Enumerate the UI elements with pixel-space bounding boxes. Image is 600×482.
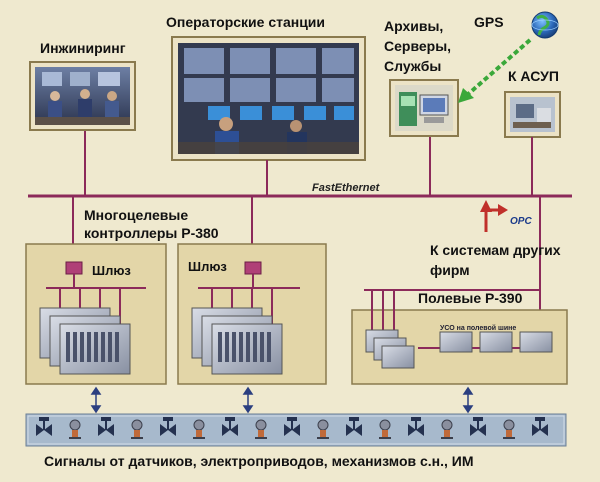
valve-icon bbox=[346, 417, 362, 436]
valve-icon bbox=[98, 417, 114, 436]
valve-icon bbox=[284, 417, 300, 436]
valve-icon bbox=[222, 417, 238, 436]
actuator-icon bbox=[317, 419, 329, 439]
opc-arrow-icon bbox=[480, 200, 508, 232]
gateway-left-label: Шлюз bbox=[92, 263, 131, 278]
actuator-icon bbox=[69, 419, 81, 439]
actuator-icon bbox=[379, 419, 391, 439]
signals-caption: Сигналы от датчиков, электроприводов, ме… bbox=[44, 453, 474, 469]
uso-label: УСО на полевой шине bbox=[440, 325, 517, 332]
gps-link-arrow bbox=[458, 38, 532, 103]
to-asup-label: К АСУП bbox=[508, 68, 559, 84]
actuator-icon bbox=[441, 419, 453, 439]
actuator-icon bbox=[503, 419, 515, 439]
opc-label: OPC bbox=[510, 216, 532, 227]
valve-icon bbox=[532, 417, 548, 436]
engineering-photo-icon bbox=[29, 61, 136, 131]
archives-servers-photo-icon bbox=[389, 79, 459, 137]
engineering-label: Инжиниринг bbox=[40, 40, 126, 56]
controller-cabinet-left bbox=[25, 243, 167, 385]
bus-label: FastEthernet bbox=[312, 182, 380, 194]
operator-stations-photo-icon bbox=[171, 36, 366, 161]
valve-icon bbox=[36, 417, 52, 436]
controller-cabinet-middle bbox=[177, 243, 327, 385]
field-p390-label: Полевые Р-390 bbox=[418, 290, 523, 306]
gateway-middle-label: Шлюз bbox=[188, 259, 227, 274]
signal-device-icons bbox=[36, 417, 548, 439]
valve-icon bbox=[160, 417, 176, 436]
operator-stations-label: Операторские станции bbox=[166, 14, 326, 30]
other-vendors-label: К системам других фирм bbox=[430, 242, 561, 278]
gps-globe-icon bbox=[531, 11, 559, 39]
actuator-icon bbox=[255, 419, 267, 439]
actuator-icon bbox=[193, 419, 205, 439]
valve-icon bbox=[470, 417, 486, 436]
asup-office-photo-icon bbox=[504, 91, 561, 138]
valve-icon bbox=[408, 417, 424, 436]
archives-label: Архивы, Серверы, Службы bbox=[384, 18, 452, 74]
field-p390-cabinet bbox=[351, 289, 568, 385]
signal-link-arrows bbox=[90, 386, 474, 414]
gps-label: GPS bbox=[474, 14, 504, 30]
controllers-label: Многоцелевые контроллеры Р-380 bbox=[84, 207, 219, 241]
actuator-icon bbox=[131, 419, 143, 439]
